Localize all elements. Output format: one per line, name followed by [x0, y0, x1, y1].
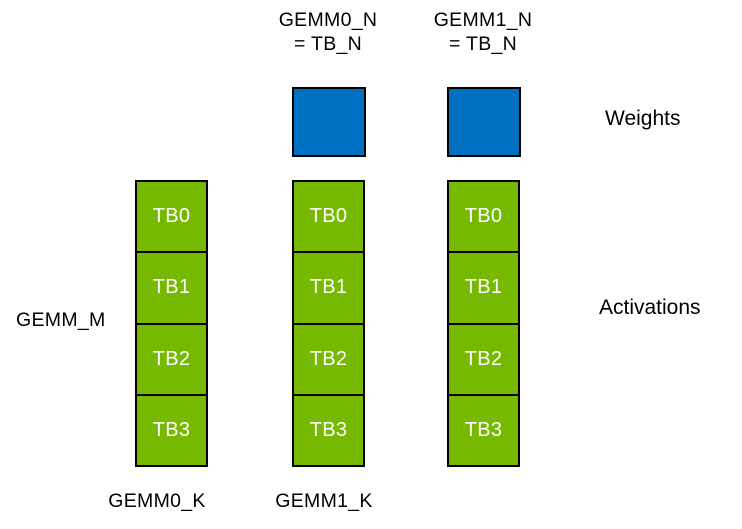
- activation-column-0: TB0 TB1 TB2 TB3: [135, 180, 208, 467]
- column-header-gemm0-n: GEMM0_N = TB_N: [246, 8, 410, 56]
- column-header-gemm0-n-line2: = TB_N: [293, 33, 363, 55]
- tb-cell: TB0: [464, 205, 503, 228]
- tb-cell: TB1: [449, 251, 518, 322]
- tb-cell: TB2: [449, 322, 518, 394]
- activation-column-1: TB0 TB1 TB2 TB3: [292, 180, 365, 467]
- weights-block-gemm1: [447, 87, 521, 157]
- activation-column-2: TB0 TB1 TB2 TB3: [447, 180, 520, 467]
- tb-cell: TB1: [294, 251, 363, 322]
- gemm-m-label: GEMM_M: [16, 309, 106, 331]
- weights-label: Weights: [605, 107, 681, 130]
- column-header-gemm1-n: GEMM1_N = TB_N: [401, 8, 565, 56]
- column-header-gemm0-n-line1: GEMM0_N: [278, 9, 378, 31]
- tb-cell: TB3: [449, 393, 518, 465]
- tb-cell: TB1: [137, 251, 206, 322]
- activations-label: Activations: [599, 296, 701, 319]
- column-header-gemm1-n-line2: = TB_N: [448, 33, 518, 55]
- tb-cell: TB0: [309, 205, 348, 228]
- gemm0-k-label: GEMM0_K: [108, 490, 206, 512]
- gemm1-k-label: GEMM1_K: [275, 490, 373, 512]
- weights-block-gemm0: [292, 87, 366, 157]
- tb-cell: TB2: [137, 322, 206, 394]
- tb-cell: TB3: [137, 393, 206, 465]
- tb-cell: TB3: [294, 393, 363, 465]
- tb-cell: TB2: [294, 322, 363, 394]
- column-header-gemm1-n-line1: GEMM1_N: [433, 9, 533, 31]
- tb-cell: TB0: [152, 205, 191, 228]
